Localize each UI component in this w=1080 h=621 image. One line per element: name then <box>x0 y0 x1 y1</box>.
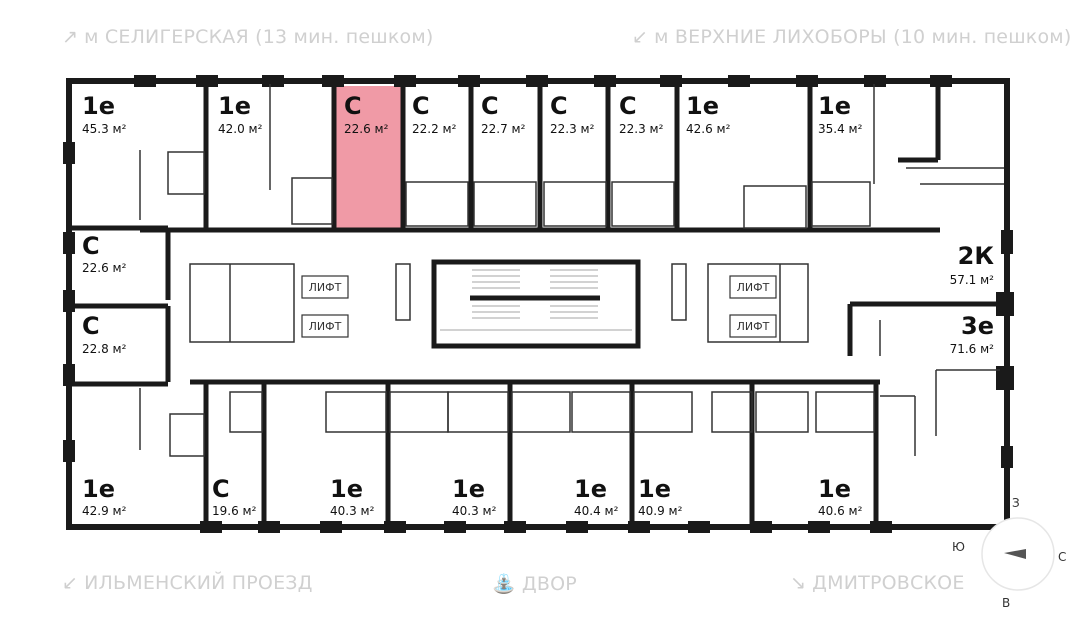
arrow-down-left-icon: ↙ <box>62 572 79 594</box>
direction-top-left: ↗ м СЕЛИГЕРСКАЯ (13 мин. пешком) <box>62 26 433 48</box>
direction-bottom-right: ↘ ДМИТРОВСКОЕ <box>790 572 965 594</box>
svg-text:40.3 м²: 40.3 м² <box>330 504 375 518</box>
svg-text:57.1 м²: 57.1 м² <box>950 273 995 287</box>
svg-text:42.6 м²: 42.6 м² <box>686 122 731 136</box>
svg-text:2К: 2К <box>958 242 995 270</box>
unit-t5[interactable]: С 22.7 м² <box>481 92 526 136</box>
unit-t7[interactable]: С 22.3 м² <box>619 92 664 136</box>
unit-highlight[interactable] <box>334 86 402 230</box>
unit-l1[interactable]: С22.6 м² <box>82 232 127 275</box>
arrow-up-right-icon: ↗ <box>62 26 79 48</box>
svg-text:42.0 м²: 42.0 м² <box>218 122 263 136</box>
svg-text:40.6 м²: 40.6 м² <box>818 504 863 518</box>
lift-2: ЛИФТ <box>301 314 349 338</box>
arrow-down-left-icon: ↙ <box>632 26 649 48</box>
svg-text:22.7 м²: 22.7 м² <box>481 122 526 136</box>
unit-l2[interactable]: С 22.8 м² <box>82 312 127 356</box>
compass-arrow-icon <box>1004 549 1026 559</box>
unit-r2[interactable]: 3е 71.6 м² <box>950 312 995 356</box>
interior-walls <box>69 84 1006 526</box>
direction-label: ДВОР <box>521 572 577 595</box>
svg-text:22.3 м²: 22.3 м² <box>619 122 664 136</box>
svg-text:С: С <box>212 475 230 503</box>
svg-text:ЛИФТ: ЛИФТ <box>309 320 342 333</box>
svg-text:40.9 м²: 40.9 м² <box>638 504 683 518</box>
svg-text:1е: 1е <box>686 92 719 120</box>
tree-bench-icon: ⛲ <box>492 573 516 595</box>
svg-text:1е: 1е <box>330 475 363 503</box>
svg-text:С: С <box>550 92 568 120</box>
unit-b2[interactable]: С19.6 м² <box>212 475 257 518</box>
svg-text:42.9 м²: 42.9 м² <box>82 504 127 518</box>
svg-text:ЛИФТ: ЛИФТ <box>737 281 770 294</box>
unit-t1[interactable]: 1е 45.3 м² <box>82 92 127 136</box>
pillars <box>63 75 1014 533</box>
direction-bottom-left: ↙ ИЛЬМЕНСКИЙ ПРОЕЗД <box>62 572 313 594</box>
svg-text:1е: 1е <box>82 92 115 120</box>
compass-east: С <box>1058 550 1067 564</box>
lift-1: ЛИФТ <box>301 275 349 299</box>
svg-text:35.4 м²: 35.4 м² <box>818 122 863 136</box>
svg-text:1е: 1е <box>82 475 115 503</box>
svg-text:ЛИФТ: ЛИФТ <box>309 281 342 294</box>
svg-text:С: С <box>344 92 362 120</box>
direction-top-right: ↙ м ВЕРХНИЕ ЛИХОБОРЫ (10 мин. пешком) <box>632 26 1071 48</box>
svg-text:ЛИФТ: ЛИФТ <box>737 320 770 333</box>
svg-text:1е: 1е <box>818 92 851 120</box>
svg-text:22.6 м²: 22.6 м² <box>82 261 127 275</box>
svg-text:71.6 м²: 71.6 м² <box>950 342 995 356</box>
svg-text:22.8 м²: 22.8 м² <box>82 342 127 356</box>
compass-south: В <box>1002 596 1011 610</box>
lift-4: ЛИФТ <box>729 314 777 338</box>
unit-t4[interactable]: С 22.2 м² <box>412 92 457 136</box>
direction-label: м ВЕРХНИЕ ЛИХОБОРЫ (10 мин. пешком) <box>654 26 1072 48</box>
svg-text:1е: 1е <box>818 475 851 503</box>
svg-text:С: С <box>481 92 499 120</box>
svg-text:1е: 1е <box>574 475 607 503</box>
svg-text:22.3 м²: 22.3 м² <box>550 122 595 136</box>
unit-t8[interactable]: 1е 42.6 м² <box>686 92 731 136</box>
svg-text:1е: 1е <box>218 92 251 120</box>
unit-t2[interactable]: 1е 42.0 м² <box>218 92 263 136</box>
svg-text:3е: 3е <box>961 312 994 340</box>
compass-west: Ю <box>952 540 965 554</box>
svg-text:С: С <box>82 232 100 260</box>
svg-text:45.3 м²: 45.3 м² <box>82 122 127 136</box>
lift-3: ЛИФТ <box>729 275 777 299</box>
unit-t6[interactable]: С 22.3 м² <box>550 92 595 136</box>
svg-text:22.6 м²: 22.6 м² <box>344 122 389 136</box>
unit-t9[interactable]: 1е 35.4 м² <box>818 92 863 136</box>
stairs <box>440 269 632 331</box>
direction-label: ДМИТРОВСКОЕ <box>812 572 965 594</box>
svg-text:19.6 м²: 19.6 м² <box>212 504 257 518</box>
direction-bottom-center: ⛲ ДВОР <box>492 572 577 596</box>
compass-rose <box>981 517 1055 591</box>
svg-text:С: С <box>619 92 637 120</box>
unit-t3[interactable]: С 22.6 м² <box>344 92 389 136</box>
svg-text:С: С <box>82 312 100 340</box>
direction-label: ИЛЬМЕНСКИЙ ПРОЕЗД <box>84 572 313 594</box>
svg-text:С: С <box>412 92 430 120</box>
svg-text:1е: 1е <box>452 475 485 503</box>
thin-partitions <box>139 84 1004 457</box>
compass-north: З <box>1012 496 1020 510</box>
svg-text:40.3 м²: 40.3 м² <box>452 504 497 518</box>
arrow-down-right-icon: ↘ <box>790 572 807 594</box>
unit-r1[interactable]: 2К 57.1 м² <box>950 242 995 287</box>
svg-text:22.2 м²: 22.2 м² <box>412 122 457 136</box>
svg-text:40.4 м²: 40.4 м² <box>574 504 619 518</box>
svg-text:1е: 1е <box>638 475 671 503</box>
direction-label: м СЕЛИГЕРСКАЯ (13 мин. пешком) <box>84 26 434 48</box>
